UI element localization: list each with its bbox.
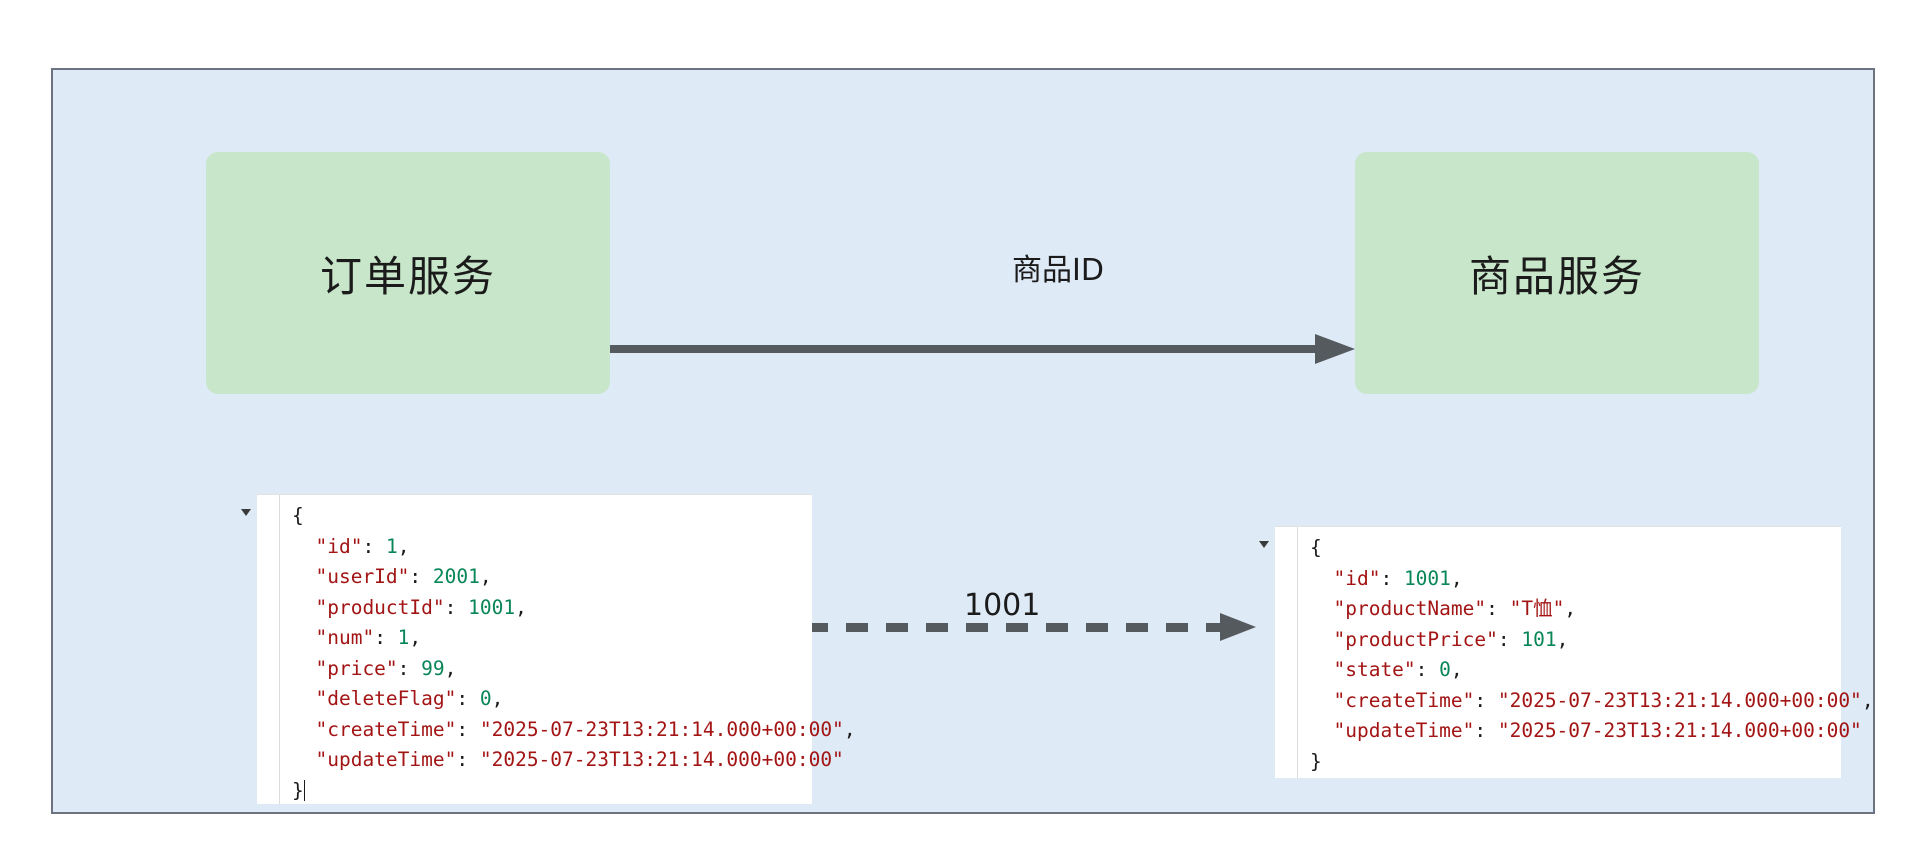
order-json-code[interactable]: { "id": 1, "userId": 2001, "productId": …: [280, 495, 856, 804]
json-token-brace: }: [1310, 749, 1322, 773]
json-token-punct: ,: [409, 626, 422, 649]
json-line: "deleteFlag": 0,: [292, 684, 856, 715]
json-token-punct: :: [444, 595, 469, 619]
json-line: "createTime": "2025-07-23T13:21:14.000+0…: [292, 715, 856, 746]
json-token-punct: :: [456, 717, 480, 741]
json-token-str: "2025-07-23T13:21:14.000+00:00": [1497, 719, 1862, 742]
json-token-punct: :: [1497, 627, 1522, 651]
triangle-down-icon[interactable]: [241, 509, 251, 516]
json-token-punct: ,: [1564, 597, 1577, 620]
json-token-brace: {: [1310, 536, 1322, 559]
json-token-key: "deleteFlag": [315, 687, 457, 710]
order-json-gutter: [241, 495, 280, 804]
json-line: "state": 0,: [1310, 655, 1874, 686]
json-token-punct: :: [456, 687, 480, 710]
json-token-punct: ,: [843, 717, 856, 741]
node-product-service-label: 商品服务: [1468, 251, 1645, 301]
json-token-key: "createTime": [1333, 688, 1475, 712]
json-token-num: 1001: [468, 595, 516, 619]
json-token-str: "2025-07-23T13:21:14.000+00:00": [479, 748, 844, 771]
json-line: "productId": 1001,: [292, 593, 856, 624]
json-token-num: 0: [1439, 658, 1451, 681]
json-token-key: "id": [1333, 566, 1381, 590]
product-json-code[interactable]: { "id": 1001, "productName": "T恤", "prod…: [1298, 527, 1874, 778]
diagram-frame: 订单服务 商品服务 商品ID 1001 { "id": 1, "userId":…: [51, 68, 1875, 814]
json-line: }: [1310, 747, 1874, 778]
json-token-punct: ,: [1450, 658, 1463, 681]
json-token-punct: :: [1474, 719, 1498, 742]
json-token-key: "userId": [315, 565, 410, 588]
json-line: "updateTime": "2025-07-23T13:21:14.000+0…: [292, 745, 856, 776]
json-line: "price": 99,: [292, 654, 856, 685]
json-token-num: 1: [385, 534, 398, 558]
json-token-num: 1001: [1403, 566, 1451, 590]
node-product-service[interactable]: 商品服务: [1355, 152, 1759, 394]
json-token-punct: :: [1415, 658, 1440, 681]
json-token-key: "price": [315, 656, 398, 680]
json-token-punct: ,: [1861, 688, 1874, 712]
dashed-arrow-shaft: [766, 623, 1221, 632]
json-token-num: 101: [1521, 627, 1557, 651]
edge-label-product-id-value: 1001: [964, 588, 1041, 623]
json-token-brace: {: [292, 504, 304, 527]
node-order-service[interactable]: 订单服务: [206, 152, 610, 394]
json-token-punct: :: [362, 534, 386, 558]
json-token-punct: ,: [515, 595, 527, 619]
json-token-str: "2025-07-23T13:21:14.000+00:00": [479, 717, 844, 741]
json-token-str: "T恤": [1509, 597, 1565, 620]
json-token-key: "updateTime": [1333, 719, 1475, 742]
json-token-key: "productName": [1333, 597, 1487, 620]
arrow-head-icon: [1315, 334, 1355, 364]
json-token-brace: }: [292, 778, 304, 802]
json-token-punct: ,: [479, 565, 492, 588]
json-token-str: "2025-07-23T13:21:14.000+00:00": [1497, 688, 1862, 712]
json-token-num: 1: [397, 626, 410, 649]
edge-label-product-id: 商品ID: [1012, 253, 1104, 288]
json-token-num: 0: [479, 687, 492, 710]
json-token-key: "productId": [315, 595, 445, 619]
json-line: "createTime": "2025-07-23T13:21:14.000+0…: [1310, 686, 1874, 717]
json-line: }: [292, 776, 856, 807]
json-token-key: "productPrice": [1333, 627, 1498, 651]
product-json-panel: { "id": 1001, "productName": "T恤", "prod…: [1259, 526, 1874, 778]
json-token-punct: :: [397, 656, 422, 680]
triangle-down-icon[interactable]: [1259, 541, 1269, 548]
json-line: {: [292, 501, 856, 532]
arrow-shaft: [610, 345, 1320, 353]
json-line: "id": 1,: [292, 532, 856, 563]
json-token-punct: ,: [491, 687, 504, 710]
json-token-key: "id": [315, 534, 363, 558]
json-line: "num": 1,: [292, 623, 856, 654]
json-line: "userId": 2001,: [292, 562, 856, 593]
dashed-arrow-order-json-to-product-json: [766, 613, 1256, 643]
json-line: {: [1310, 533, 1874, 564]
json-line: "productName": "T恤",: [1310, 594, 1874, 625]
json-token-punct: ,: [397, 534, 410, 558]
json-token-punct: ,: [1450, 566, 1463, 590]
json-token-punct: :: [1474, 688, 1498, 712]
json-line: "productPrice": 101,: [1310, 625, 1874, 656]
json-token-num: 2001: [432, 565, 480, 588]
json-line: "id": 1001,: [1310, 564, 1874, 595]
json-token-punct: :: [409, 565, 433, 588]
json-token-punct: ,: [444, 656, 457, 680]
product-json-gutter: [1259, 527, 1298, 778]
json-token-punct: :: [1486, 597, 1510, 620]
json-token-punct: :: [1380, 566, 1404, 590]
node-order-service-label: 订单服务: [319, 251, 496, 301]
json-token-key: "num": [315, 626, 375, 649]
json-line: "updateTime": "2025-07-23T13:21:14.000+0…: [1310, 716, 1874, 747]
dashed-arrow-head-icon: [1220, 613, 1256, 641]
text-cursor: [303, 779, 305, 801]
solid-arrow-order-to-product: [610, 332, 1355, 366]
json-token-key: "state": [1333, 658, 1416, 681]
json-token-key: "createTime": [315, 717, 457, 741]
order-json-panel: { "id": 1, "userId": 2001, "productId": …: [241, 494, 856, 804]
json-token-punct: :: [456, 748, 480, 771]
json-token-key: "updateTime": [315, 748, 457, 771]
json-token-num: 99: [421, 656, 445, 680]
json-token-punct: :: [374, 626, 398, 649]
json-token-punct: ,: [1556, 627, 1569, 651]
